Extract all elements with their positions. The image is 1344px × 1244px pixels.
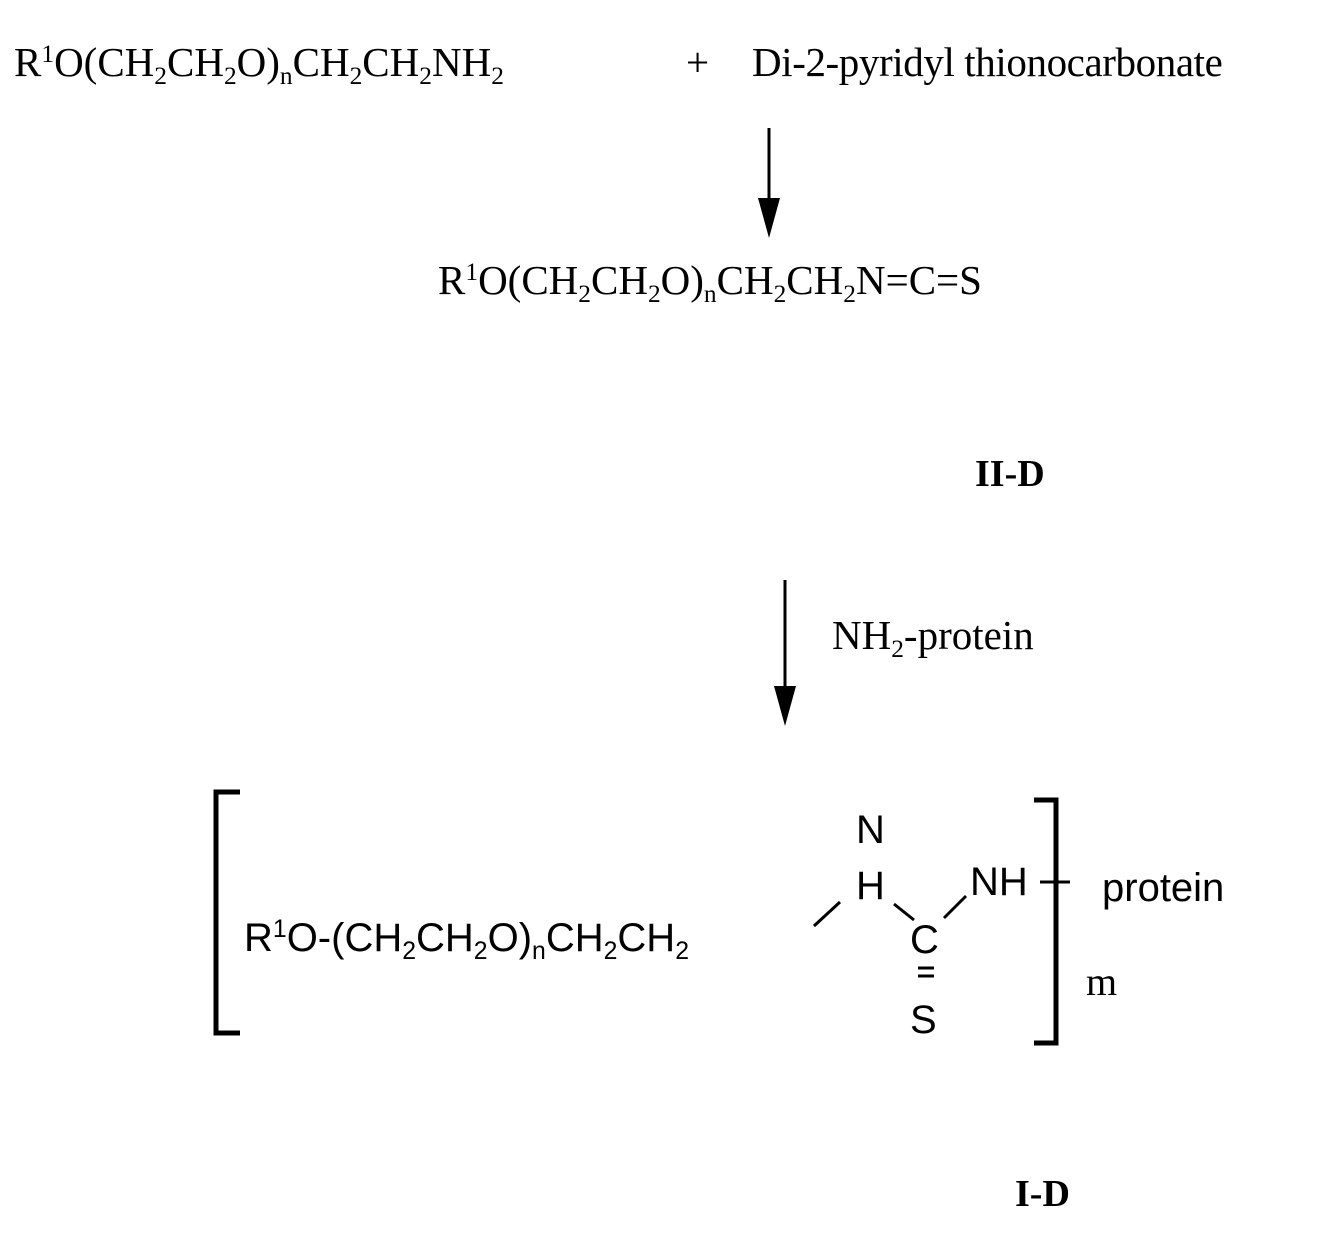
reaction-arrow-2	[774, 580, 796, 726]
right-bracket	[1034, 800, 1056, 1043]
left-bracket	[216, 792, 240, 1033]
bond-nh-c	[894, 904, 914, 920]
reaction-arrow-1	[758, 128, 780, 238]
double-bond-c-s	[918, 968, 934, 976]
bond-c-nh	[944, 896, 966, 918]
bond-ch2-nh	[814, 902, 840, 926]
